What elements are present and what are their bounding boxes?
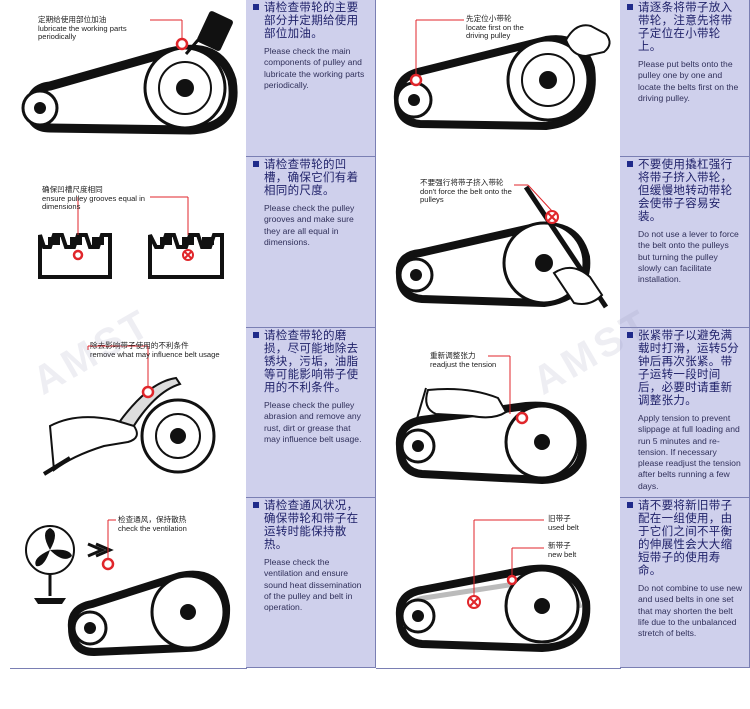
hand-icon	[42, 416, 138, 476]
callout-zh: 新带子	[548, 541, 571, 550]
illustration-locate-belts: 先定位小带轮 locate first on the driving pulle…	[376, 0, 621, 158]
callout-zh: 除去影响带子使用的不利条件	[90, 341, 189, 350]
callout-zh: 先定位小带轮	[466, 14, 512, 23]
pulley-icon	[21, 11, 238, 135]
bullet-icon	[627, 502, 633, 508]
instruction-zh: 不要使用撬杠强行将带子挤入带轮，但缓慢地转动带轮会使带子容易安装。	[638, 159, 733, 223]
callout-ventilation: 检查通风，保持散热 check the ventilation	[118, 515, 238, 533]
instruction-zh: 请检查带轮的主要部分并定期给使用部位加油。	[264, 2, 359, 40]
oil-can-icon	[184, 11, 233, 55]
instruction-zh: 请检查带轮的凹槽，确保它们有着相同的尺度。	[264, 159, 359, 197]
callout-used-belt: 旧带子 used belt	[548, 514, 618, 532]
instruction-en: Do not combine to use new and used belts…	[638, 583, 743, 639]
instruction-abrasion: 请检查带轮的磨损，尽可能地除去锈块，污垢，油脂等可能影响带子使用的不利条件。 P…	[246, 328, 376, 498]
callout-grooves: 确保凹槽尺度相同 ensure pulley grooves equal in …	[42, 185, 152, 212]
callout-zh: 检查通风，保持散热	[118, 515, 187, 524]
illustration-no-lever: 不要强行将带子挤入带轮 don't force the belt onto th…	[376, 157, 621, 329]
callout-abrasion: 除去影响带子使用的不利条件 remove what may influence …	[90, 341, 240, 359]
instruction-en: Please check the ventilation and ensure …	[264, 557, 362, 613]
instruction-zh: 请不要将新旧带子配在一组使用，由于它们之间不平衡的伸展性会大大缩短带子的使用寿命…	[638, 500, 733, 577]
bullet-icon	[253, 161, 259, 167]
pulley-icon	[42, 345, 216, 476]
callout-no-lever: 不要强行将带子挤入带轮 don't force the belt onto th…	[420, 178, 530, 205]
instruction-lubricate: 请检查带轮的主要部分并定期给使用部位加油。 Please check the m…	[246, 0, 376, 157]
bullet-icon	[253, 4, 259, 10]
bullet-icon	[253, 332, 259, 338]
instruction-ventilation: 请检查通风状况，确保带轮和带子在运转时能保持散热。 Please check t…	[246, 498, 376, 668]
instruction-en: Please put belts onto the pulley one by …	[638, 59, 739, 103]
pulley-icon	[395, 355, 587, 485]
callout-zh: 重新调整张力	[430, 351, 476, 360]
callout-en: remove what may influence belt usage	[90, 349, 220, 359]
bullet-icon	[627, 332, 633, 338]
bullet-icon	[253, 502, 259, 508]
callout-locate: 先定位小带轮 locate first on the driving pulle…	[466, 14, 546, 41]
instruction-no-lever: 不要使用撬杠强行将带子挤入带轮，但缓慢地转动带轮会使带子容易安装。 Do not…	[620, 157, 750, 328]
instruction-tension: 张紧带子以避免满载时打滑，运转5分钟后再次张紧。带子运转一段时间后，必要时请重新…	[620, 328, 750, 498]
callout-new-belt: 新带子 new belt	[548, 541, 618, 559]
callout-zh: 不要强行将带子挤入带轮	[420, 178, 504, 187]
instruction-en: Please check the pulley abrasion and rem…	[264, 400, 362, 444]
instruction-zh: 请检查通风状况，确保带轮和带子在运转时能保持散热。	[264, 500, 359, 551]
instruction-new-used-belts: 请不要将新旧带子配在一组使用，由于它们之间不平衡的伸展性会大大缩短带子的使用寿命…	[620, 498, 750, 668]
hand-icon	[564, 24, 611, 58]
instruction-locate-belts: 请逐条将带子放入带轮，注意先将带子定位在小带轮上。 Please put bel…	[620, 0, 750, 157]
callout-en: readjust the tension	[430, 359, 497, 369]
callout-en: locate first on the driving pulley	[466, 22, 524, 41]
bullet-icon	[627, 161, 633, 167]
instruction-zh: 请逐条将带子放入带轮，注意先将带子定位在小带轮上。	[638, 2, 733, 53]
callout-zh: 旧带子	[548, 514, 571, 523]
cross-mark-icon	[182, 249, 194, 261]
illustration-new-used-belts: 旧带子 used belt 新带子 new belt	[376, 498, 621, 669]
callout-lubricate: 定期给使用部位加油 lubricate the working parts pe…	[38, 15, 158, 42]
pulley-icon	[395, 519, 591, 653]
guide-grid: 定期给使用部位加油 lubricate the working parts pe…	[10, 0, 750, 669]
callout-zh: 确保凹槽尺度相同	[42, 185, 103, 194]
illustration-tension: 重新调整张力 readjust the tension	[376, 328, 621, 499]
check-mark-icon	[72, 249, 84, 261]
callout-zh: 定期给使用部位加油	[38, 15, 107, 24]
illustration-lubricate: 定期给使用部位加油 lubricate the working parts pe…	[10, 0, 247, 158]
callout-en: new belt	[548, 549, 577, 559]
instruction-en: Please check the main components of pull…	[264, 46, 365, 90]
instruction-zh: 请检查带轮的磨损，尽可能地除去锈块，污垢，油脂等可能影响带子使用的不利条件。	[264, 330, 359, 394]
fan-icon	[25, 525, 75, 604]
pulley-icon	[25, 519, 231, 657]
bullet-icon	[627, 4, 633, 10]
callout-en: check the ventilation	[118, 523, 187, 533]
instruction-zh: 张紧带子以避免满载时打滑，运转5分钟后再次张紧。带子运转一段时间后，必要时请重新…	[638, 330, 740, 407]
lever-icon	[523, 185, 609, 309]
cross-mark-icon	[467, 595, 481, 609]
pulley-icon	[393, 19, 611, 131]
callout-en: used belt	[548, 522, 579, 532]
instruction-grooves: 请检查带轮的凹槽，确保它们有着相同的尺度。 Please check the p…	[246, 157, 376, 328]
callout-en: ensure pulley grooves equal in dimension…	[42, 193, 146, 212]
instruction-en: Do not use a lever to force the belt ont…	[638, 229, 739, 285]
pulley-icon	[395, 184, 609, 309]
instruction-en: Apply tension to prevent slippage at ful…	[638, 413, 741, 491]
callout-en: don't force the belt onto the pulleys	[420, 186, 512, 205]
callout-en: lubricate the working parts periodically	[38, 23, 127, 42]
groove-icon	[38, 196, 224, 279]
illustration-abrasion: 除去影响带子使用的不利条件 remove what may influence …	[10, 328, 247, 499]
cross-mark-icon	[545, 210, 559, 224]
illustration-ventilation: 检查通风，保持散热 check the ventilation	[10, 498, 247, 669]
instruction-en: Please check the pulley grooves and make…	[264, 203, 355, 247]
illustration-grooves: 确保凹槽尺度相同 ensure pulley grooves equal in …	[10, 157, 247, 329]
callout-tension: 重新调整张力 readjust the tension	[430, 351, 510, 369]
hand-icon	[415, 387, 508, 423]
